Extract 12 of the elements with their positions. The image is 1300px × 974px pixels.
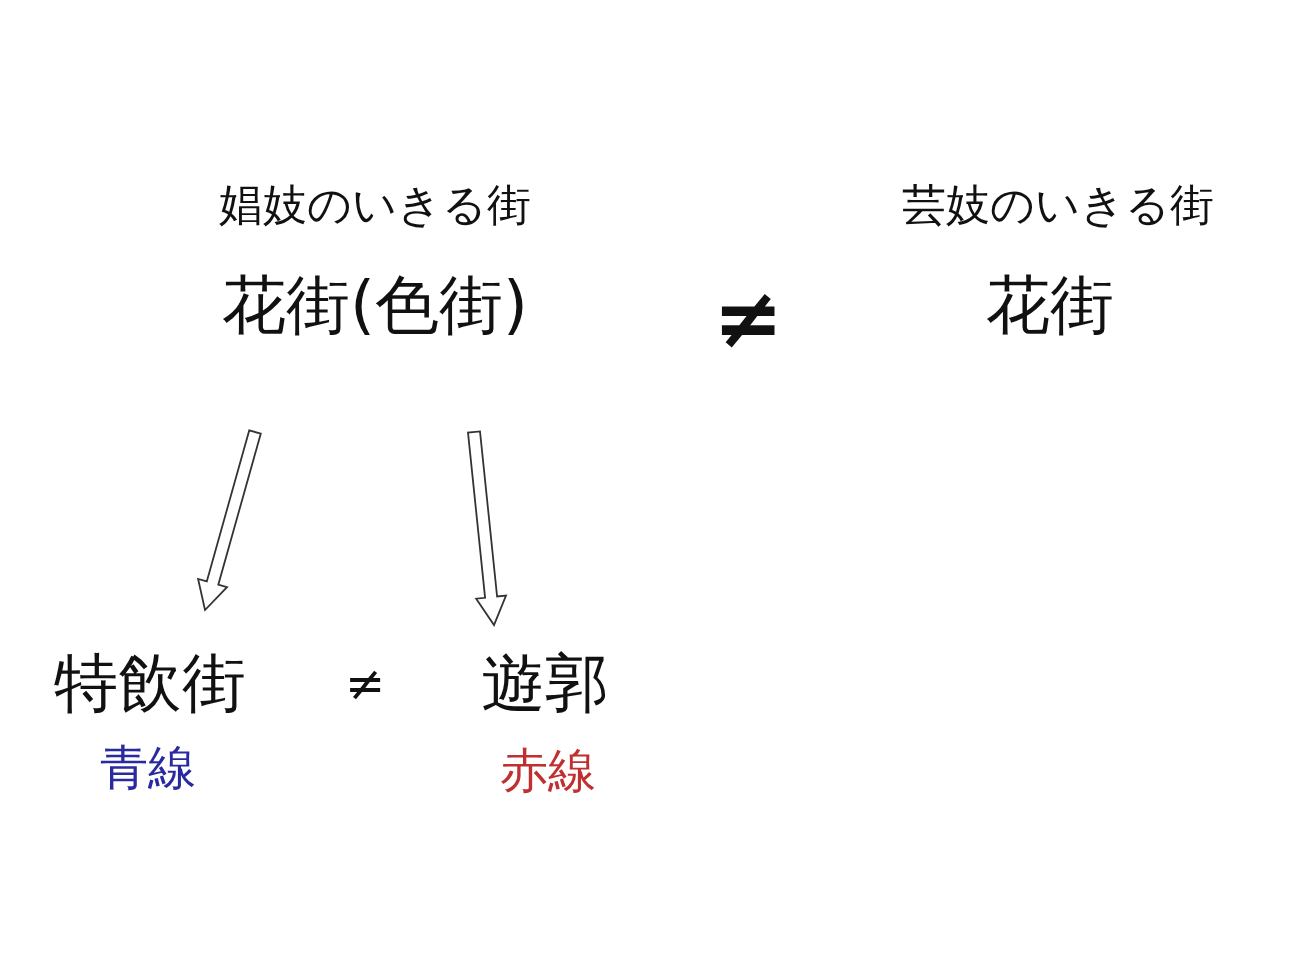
- side-label: 青線: [100, 743, 196, 791]
- heading-text: 芸妓のいきる街: [902, 183, 1214, 227]
- term-label: 花街: [986, 273, 1114, 337]
- node-label: 特飲街: [54, 651, 246, 715]
- hollow-arrow: [467, 430, 508, 627]
- hollow-arrow: [196, 429, 262, 612]
- heading-text: 娼妓のいきる街: [219, 183, 531, 227]
- side-label: 赤線: [500, 746, 596, 794]
- node-label: 遊郭: [481, 651, 609, 715]
- not-equal-sign: ≠: [713, 276, 784, 360]
- not-equal-sign: ≠: [345, 659, 386, 707]
- node-label: 花街(色街): [222, 273, 528, 337]
